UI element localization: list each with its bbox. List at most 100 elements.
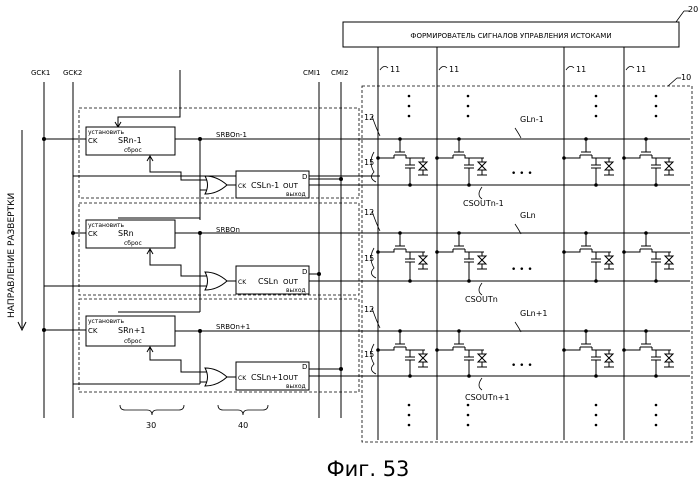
vertical-dot [467,414,470,417]
pixel-cell [435,231,487,283]
source-driver-number: 20 [688,5,698,14]
vertical-dot [655,105,658,108]
gck1-label: GCK1 [31,69,50,77]
vertical-dot [655,404,658,407]
csout-label: CSOUTn-1 [463,199,504,208]
gl-label: GLn+1 [520,309,548,318]
block-braces: 30 40 [120,405,268,430]
csl-name: CSLn+1 [251,373,283,382]
source-driver: ФОРМИРОВАТЕЛЬ СИГНАЛОВ УПРАВЛЕНИЯ ИСТОКА… [343,5,698,47]
column-ellipses: • • • • • • • • • [511,169,533,371]
source-line-label-1: 11 [390,65,400,74]
gl-label: GLn-1 [520,115,544,124]
source-driver-label: ФОРМИРОВАТЕЛЬ СИГНАЛОВ УПРАВЛЕНИЯ ИСТОКА… [410,32,611,40]
ellipsis: • • • [511,169,533,179]
sr-name: SRn [118,229,134,238]
scan-direction-label: НАПРАВЛЕНИЕ РАЗВЕРТКИ [7,193,17,318]
csl-d-label: D [302,363,307,371]
cell-label: 15 [364,350,374,359]
vertical-dot [595,105,598,108]
pixel-cell [562,329,614,378]
vertical-dot [467,105,470,108]
vertical-dot [467,115,470,118]
csl-out-label: OUT [283,374,299,382]
figure-caption: Фиг. 53 [327,457,410,481]
sr-name: SRn+1 [118,326,146,335]
gl-label: GLn [520,211,536,220]
vertical-dot [595,404,598,407]
vertical-dot [408,95,411,98]
vertical-dot [408,404,411,407]
csl-ck-label: CK [238,279,247,286]
scan-direction: НАПРАВЛЕНИЕ РАЗВЕРТКИ [7,130,26,330]
sr-reset-label: сброс [124,338,142,345]
source-line-label-2: 11 [449,65,459,74]
csout-label: CSOUTn+1 [465,393,510,402]
csl-d-label: D [302,173,307,181]
pixel-cell [376,329,428,378]
csl-d-label: D [302,268,307,276]
cmi1-label: CMI1 [303,69,320,77]
source-lines: 11 11 11 11 [378,47,646,440]
sr-set-label: установить [88,129,125,136]
vertical-dot [408,414,411,417]
vertical-dot [595,115,598,118]
vertical-dot [408,115,411,118]
pixel-cell [435,329,487,378]
pixel-cell [376,137,428,187]
csl-out-label: OUT [283,278,299,286]
csl-out-label: OUT [283,182,299,190]
cmi2-label: CMI2 [331,69,348,77]
csl-name: CSLn-1 [251,181,279,190]
vertical-dot [467,95,470,98]
sr-reset-label: сброс [124,147,142,154]
vertical-dot [595,414,598,417]
vertical-dot [595,95,598,98]
sr-reset-label: сброс [124,240,142,247]
vertical-dot [595,424,598,427]
cell-label: 15 [364,254,374,263]
csl-out-ru-label: выход [286,383,306,390]
block-30-label: 30 [146,421,156,430]
vertical-dot [408,424,411,427]
vertical-dot [467,424,470,427]
vertical-dot [408,105,411,108]
sr-ck-label: CK [88,230,98,238]
csl-out-ru-label: выход [286,191,306,198]
csout-label: CSOUTn [465,295,498,304]
csl-name: CSLn [258,277,278,286]
ellipsis: • • • [511,265,533,275]
pixel-cell [562,137,614,187]
gck2-label: GCK2 [63,69,82,77]
sr-name: SRn-1 [118,136,142,145]
sr-ck-label: CK [88,137,98,145]
pixel-cell [622,329,674,378]
pixel-cell [376,231,428,283]
pixel-cell [622,231,674,283]
vertical-dot [467,404,470,407]
csl-ck-label: CK [238,183,247,190]
csl-ck-label: CK [238,375,247,382]
ellipsis: • • • [511,361,533,371]
vertical-dot [655,424,658,427]
vertical-dot [655,115,658,118]
sr-set-label: установить [88,222,125,229]
pixel-cell [435,137,487,187]
panel-number: 10 [681,73,691,82]
display-panel: 10 [362,73,692,442]
srbo-label: SRBOn+1 [216,323,250,331]
stage-n: установить CK SRn сброс SRBOn CK CSLn OU… [44,218,690,312]
row-ellipses [408,95,658,427]
vertical-dot [655,95,658,98]
block-40-label: 40 [238,421,248,430]
source-line-label-3: 11 [576,65,586,74]
cell-label: 15 [364,158,374,167]
source-line-label-4: 11 [636,65,646,74]
pixel-cell [562,231,614,283]
vertical-dot [655,414,658,417]
sr-ck-label: CK [88,327,98,335]
pixel-cell [622,137,674,187]
srbo-label: SRBOn-1 [216,131,247,139]
csl-out-ru-label: выход [286,287,306,294]
